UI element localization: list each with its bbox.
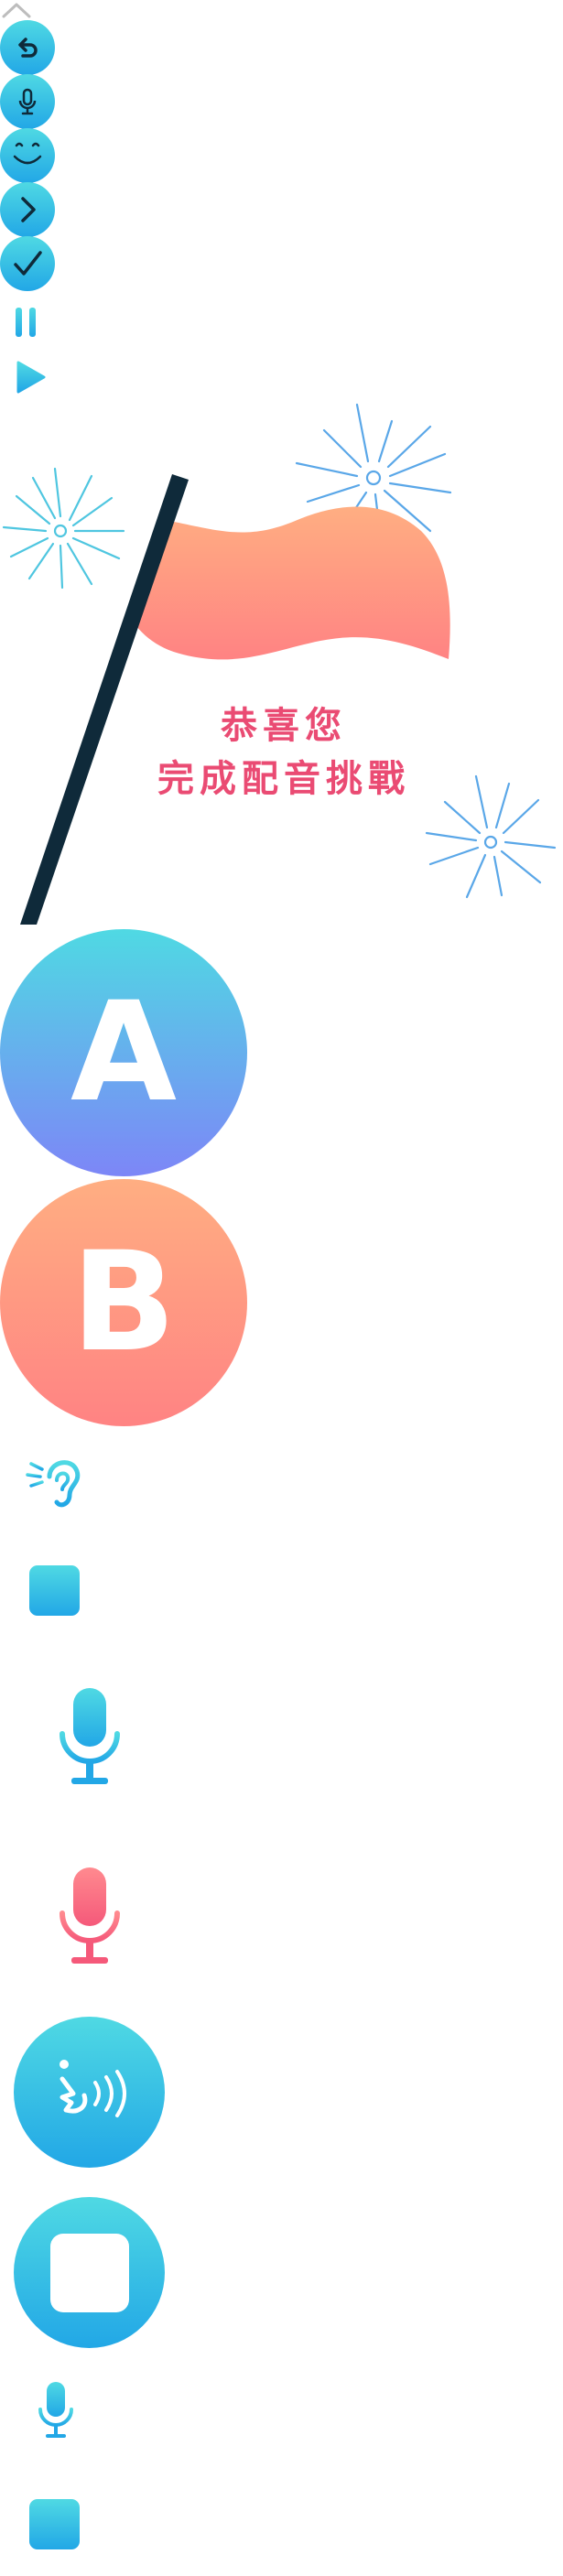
undo-icon <box>18 38 38 58</box>
microphone-icon <box>60 1688 120 1784</box>
record-mic-button[interactable] <box>57 1684 123 1787</box>
flag-illustration <box>2 403 557 925</box>
microphone-icon <box>38 2382 73 2438</box>
undo-button[interactable] <box>0 20 55 75</box>
stop-icon <box>49 2233 129 2312</box>
firework-bottom <box>425 774 557 899</box>
congrats-line-2: 完成配音挑戰 <box>157 758 410 800</box>
stop-button[interactable] <box>29 1565 80 1616</box>
option-a-button[interactable]: A <box>0 929 247 1176</box>
collapse-button[interactable] <box>0 0 33 20</box>
flag-cloth <box>128 506 450 660</box>
stop-small-button[interactable] <box>29 2499 80 2549</box>
next-button[interactable] <box>0 182 55 237</box>
play-icon <box>16 361 46 394</box>
recording-mic-indicator[interactable] <box>57 1864 123 1966</box>
speaking-head-icon <box>59 2059 126 2117</box>
listen-button[interactable] <box>24 1449 84 1511</box>
mic-small-button[interactable] <box>37 2380 75 2441</box>
checkmark-icon <box>14 251 42 276</box>
confirm-button[interactable] <box>0 236 55 291</box>
microphone-icon <box>60 1867 120 1964</box>
congrats-line-1: 恭喜您 <box>221 705 347 747</box>
speak-button[interactable] <box>14 2017 165 2168</box>
smile-icon <box>13 142 42 165</box>
pause-icon <box>16 308 36 337</box>
firework-left <box>2 467 125 590</box>
pause-button[interactable] <box>13 306 40 339</box>
stop-recording-button[interactable] <box>14 2197 165 2348</box>
option-b-button[interactable]: B <box>0 1179 247 1426</box>
microphone-icon <box>18 88 37 115</box>
play-button[interactable] <box>15 359 46 395</box>
celebration-banner: 恭喜您 完成配音挑戰 <box>0 394 563 925</box>
ear-listen-icon <box>26 1460 81 1508</box>
chevron-up-icon <box>2 3 31 18</box>
chevron-right-icon <box>21 197 36 222</box>
record-button[interactable] <box>0 74 55 129</box>
emoji-button[interactable] <box>0 128 55 183</box>
flag-pole <box>20 474 189 925</box>
